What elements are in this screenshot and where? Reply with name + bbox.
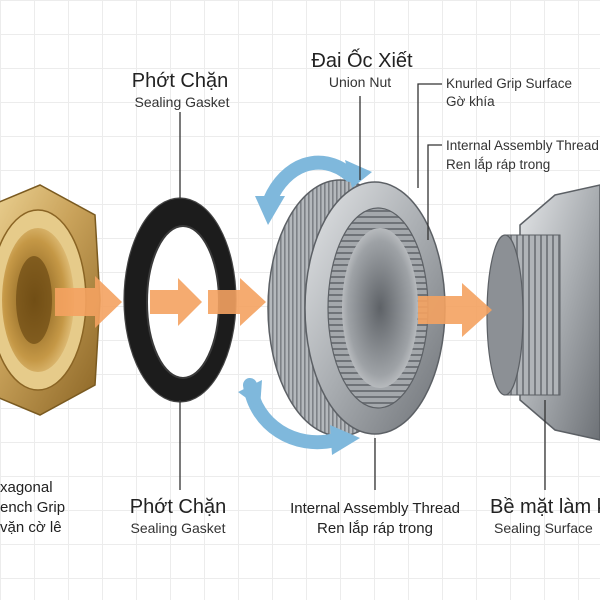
rotation-arrowheads — [238, 160, 372, 455]
flow-arrows — [55, 276, 492, 337]
hex-label-vi: vặn cờ lê — [0, 519, 62, 536]
gasket-bottom-title: Phớt Chặn — [129, 496, 227, 518]
threaded-fitting-body — [486, 184, 600, 441]
thread-bottom-label-en: Internal Assembly Thread — [290, 500, 460, 517]
thread-top-label-en: Internal Assembly Thread — [446, 138, 599, 153]
hex-label-en2: ench Grip — [0, 499, 66, 516]
leader-lines — [179, 83, 546, 490]
gasket-bottom-subtitle: Sealing Gasket — [130, 520, 226, 536]
sealing-surface-label-en: Sealing Surface — [494, 520, 593, 536]
sealing-surface-label-vi: Bề mặt làm kí — [490, 496, 600, 518]
union-nut-subtitle: Union Nut — [328, 74, 392, 90]
knurl-label-vi: Gờ khía — [446, 94, 495, 109]
brass-hex-nut — [0, 184, 101, 416]
thread-top-label-vi: Ren lắp ráp trong — [446, 157, 551, 172]
thread-bottom-label-vi: Ren lắp ráp trong — [317, 520, 433, 537]
union-nut — [267, 179, 446, 437]
union-nut-title: Đai Ốc Xiết — [311, 50, 413, 72]
hex-label-en1: xagonal — [0, 479, 53, 496]
gasket-top-title: Phớt Chặn — [131, 70, 229, 92]
knurl-label-en: Knurled Grip Surface — [446, 76, 573, 91]
gasket-top-subtitle: Sealing Gasket — [134, 94, 230, 110]
